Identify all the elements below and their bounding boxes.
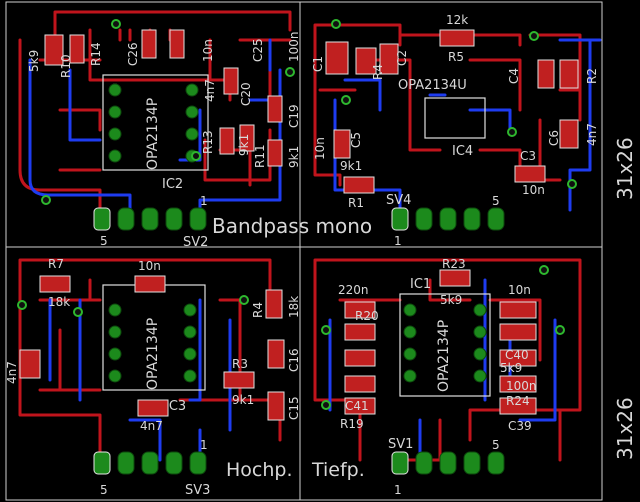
label-smd-17: 10n: [313, 137, 327, 160]
ic-part-bandpass: OPA2134P: [145, 98, 161, 170]
label-smd-8: C4: [507, 68, 521, 84]
label-smd-1: R5: [448, 50, 464, 64]
label-smd-15: 10n: [522, 183, 545, 197]
panel-lowpass: OPA2134P IC1 R23 220n R20 5k9 R19 C41 10…: [311, 257, 582, 497]
label-bp-12: C20: [239, 82, 253, 106]
panel-opa-smd: 12k R5 C1 R4 C2 C4 R2 4n7 C6 C3 10n C5 1…: [311, 13, 602, 248]
panel-highpass: OPA2134P IC3 R7 10n 18k 4n7 R4 18k R3 C1…: [5, 257, 301, 498]
label-smd-2: C1: [311, 56, 325, 72]
label-smd-14: C3: [520, 149, 536, 163]
label-bp-2: R14: [89, 42, 103, 66]
label-hp-3: 18k: [48, 295, 70, 309]
label-hp-11: 18k: [287, 296, 301, 318]
label-smd-19: R1: [348, 196, 364, 210]
label-bp-11: 4n7: [203, 79, 217, 102]
label-bp-8: 10n: [201, 39, 215, 62]
ic-part-smd: OPA2134U: [398, 78, 467, 93]
header-pin-bp-last: 1: [200, 194, 208, 208]
label-bp-17: R11: [253, 144, 267, 168]
label-hp-14: C16: [287, 348, 301, 372]
label-hp-16: C15: [287, 396, 301, 420]
label-smd-16: C5: [349, 132, 363, 148]
label-hp-6: 4n7: [5, 361, 19, 384]
header-name-smd: SV4: [386, 193, 411, 208]
header-name-lp: SV1: [388, 437, 413, 452]
side-label-bottom: 31x26: [613, 397, 637, 460]
label-hp-12: R3: [232, 357, 248, 371]
header-pin-hp-last: 1: [200, 438, 208, 452]
vias: [17, 19, 577, 410]
panel-title-lowpass: Tiefp.: [311, 459, 365, 481]
label-bp-3: C26: [126, 42, 140, 66]
panel-bandpass: OPA2134P IC2 5k9 R10 R14 C26 10n C25 100…: [18, 10, 372, 250]
header-pin-lp-last: 5: [492, 438, 500, 452]
label-lp-15: 100n: [506, 379, 537, 393]
label-lp-0: R23: [442, 257, 466, 271]
label-smd-0: 12k: [446, 13, 468, 27]
label-bp-19: C19: [287, 104, 301, 128]
label-lp-1: 220n: [338, 283, 369, 297]
label-smd-7: C2: [395, 50, 409, 66]
label-bp-10: 100n: [287, 31, 301, 62]
label-bp-1: R10: [59, 54, 73, 78]
label-bp-16: 9k1: [237, 134, 251, 156]
label-smd-13: C6: [547, 130, 561, 146]
header-pin-bp-first: 5: [100, 234, 108, 248]
label-lp-8: C41: [345, 399, 369, 413]
label-hp-17: 4n7: [140, 419, 163, 433]
label-hp-0: R7: [48, 257, 64, 271]
ic-part-lowpass: OPA2134P: [436, 320, 452, 392]
label-bp-18: 9k1: [287, 146, 301, 168]
label-lp-13: C40: [505, 348, 529, 362]
panel-title-bandpass: Bandpass mono: [212, 214, 372, 238]
label-smd-12: 4n7: [585, 123, 599, 146]
label-bp-9: C25: [251, 38, 265, 62]
header-name-bp: SV2: [183, 235, 208, 250]
header-name-hp: SV3: [185, 483, 210, 498]
label-hp-1: 10n: [138, 259, 161, 273]
label-lp-16: R24: [506, 394, 530, 408]
side-label-top: 31x26: [613, 137, 637, 200]
label-hp-15: 9k1: [232, 393, 254, 407]
label-smd-6: R4: [371, 64, 385, 80]
ic-name-smd: IC4: [452, 144, 473, 159]
label-bp-0: 5k9: [27, 50, 41, 72]
label-bp-14: R13: [201, 130, 215, 154]
label-smd-18: 9k1: [340, 159, 362, 173]
ic-part-highpass: OPA2134P: [145, 318, 161, 390]
ic-name-highpass: IC3: [165, 399, 186, 414]
ic-name-bandpass: IC2: [162, 177, 183, 192]
header-pin-lp-first: 1: [394, 483, 402, 497]
label-smd-11: R2: [585, 68, 599, 84]
label-hp-10: R4: [251, 302, 265, 318]
label-lp-7: R19: [340, 417, 364, 431]
panel-title-highpass: Hochp.: [226, 459, 293, 481]
label-lp-14: 5k9: [500, 361, 522, 375]
label-lp-17: C39: [508, 419, 532, 433]
label-lp-6: 5k9: [440, 293, 462, 307]
label-lp-2: R20: [355, 309, 379, 323]
header-pin-smd-first: 1: [394, 234, 402, 248]
panel-outlines: [5, 1, 603, 501]
header-pin-hp-first: 5: [100, 483, 108, 497]
ic-name-lowpass: IC1: [410, 277, 431, 292]
label-lp-9: 10n: [508, 283, 531, 297]
header-pin-smd-last: 5: [492, 194, 500, 208]
